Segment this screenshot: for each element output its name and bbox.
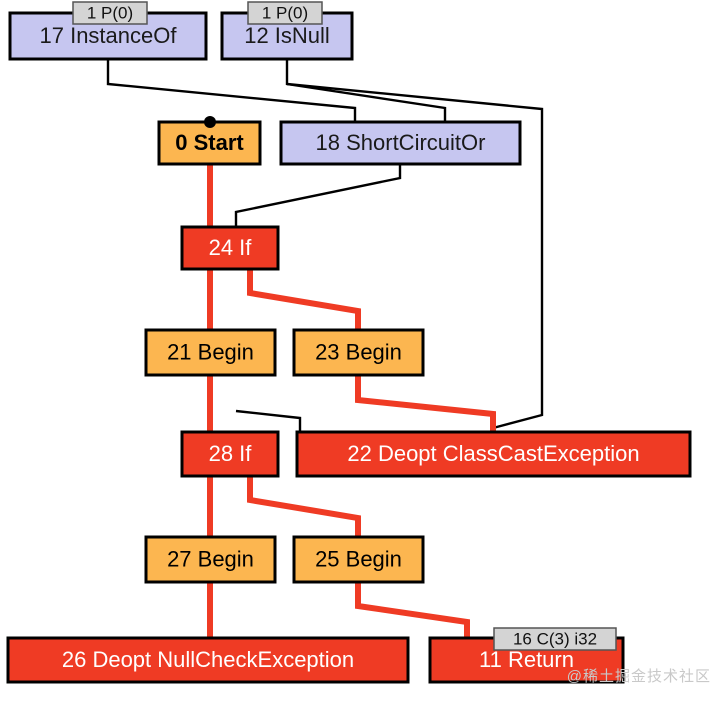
graph-node-n18[interactable]: 18 ShortCircuitOr — [279, 120, 522, 166]
edge-layer — [106, 59, 544, 638]
node-label-n17: 17 InstanceOf — [40, 23, 178, 48]
graph-node-n22[interactable]: 22 Deopt ClassCastException — [295, 430, 692, 478]
node-box-n26[interactable] — [6, 636, 410, 684]
graph-node-n25[interactable]: 25 Begin — [292, 535, 425, 584]
graph-edge-n28-to-n25 — [247, 476, 361, 537]
graph-edge-n17-to-n18 — [106, 59, 357, 122]
node-box-n18[interactable] — [279, 120, 522, 166]
node-box-n22[interactable] — [295, 430, 692, 478]
graph-node-n21[interactable]: 21 Begin — [144, 328, 277, 377]
graph-edge-n24-to-n28 — [235, 409, 302, 432]
node-label-n24: 24 If — [209, 235, 253, 260]
graph-edge-n18-to-n24 — [234, 164, 402, 227]
graph-node-n28[interactable]: 28 If — [180, 430, 280, 478]
node-label-n0: 0 Start — [175, 130, 244, 155]
node-label-n12: 12 IsNull — [244, 23, 330, 48]
graph-node-n27[interactable]: 27 Begin — [144, 535, 277, 584]
node-box-n28[interactable] — [180, 430, 280, 478]
port-label-p17: 1 P(0) — [87, 3, 133, 22]
graph-node-n23[interactable]: 23 Begin — [292, 328, 425, 377]
port-box-p17 — [72, 1, 148, 25]
node-label-n21: 21 Begin — [167, 339, 254, 364]
graph-node-n17[interactable]: 17 InstanceOf — [8, 11, 208, 61]
graph-edge-n12-to-n22 — [286, 82, 544, 430]
node-layer: 17 InstanceOf 12 IsNull 0 Start 18 ShortCir… — [6, 11, 692, 684]
marker-layer — [204, 116, 216, 128]
port-label-p11: 16 C(3) i32 — [513, 629, 597, 648]
node-label-n27: 27 Begin — [167, 546, 254, 571]
graph-node-n26[interactable]: 26 Deopt NullCheckException — [6, 636, 410, 684]
node-label-n25: 25 Begin — [315, 546, 402, 571]
graph-edge-n25-to-n11 — [355, 582, 470, 638]
port-label-p12: 1 P(0) — [262, 3, 308, 22]
node-label-n28: 28 If — [209, 441, 253, 466]
node-label-n11: 11 Return — [479, 647, 574, 672]
graph-node-n12[interactable]: 12 IsNull — [220, 11, 354, 61]
port-layer: 1 P(0) 1 P(0) 16 C(3) i32 — [72, 1, 617, 651]
node-label-n23: 23 Begin — [315, 339, 402, 364]
node-box-n25[interactable] — [292, 535, 425, 584]
graph-node-n0[interactable]: 0 Start — [157, 120, 262, 166]
node-label-n26: 26 Deopt NullCheckException — [62, 647, 354, 672]
node-label-n18: 18 ShortCircuitOr — [316, 130, 486, 155]
node-box-n24[interactable] — [180, 225, 280, 271]
node-label-n22: 22 Deopt ClassCastException — [347, 441, 639, 466]
node-box-n17[interactable] — [8, 11, 208, 61]
node-port-p17: 1 P(0) — [72, 1, 148, 25]
graph-edge-n12-to-n18 — [285, 59, 447, 122]
port-box-p12 — [247, 1, 323, 25]
port-box-p11 — [493, 627, 617, 651]
node-box-n21[interactable] — [144, 328, 277, 377]
graph-edge-n23-to-n22 — [355, 375, 496, 432]
graph-edge-n24-to-n23 — [247, 269, 361, 330]
node-box-n27[interactable] — [144, 535, 277, 584]
node-port-p11: 16 C(3) i32 — [493, 627, 617, 651]
node-box-n12[interactable] — [220, 11, 354, 61]
node-port-p12: 1 P(0) — [247, 1, 323, 25]
start-node-dot-icon — [204, 116, 216, 128]
node-box-n23[interactable] — [292, 328, 425, 377]
graph-node-n24[interactable]: 24 If — [180, 225, 280, 271]
